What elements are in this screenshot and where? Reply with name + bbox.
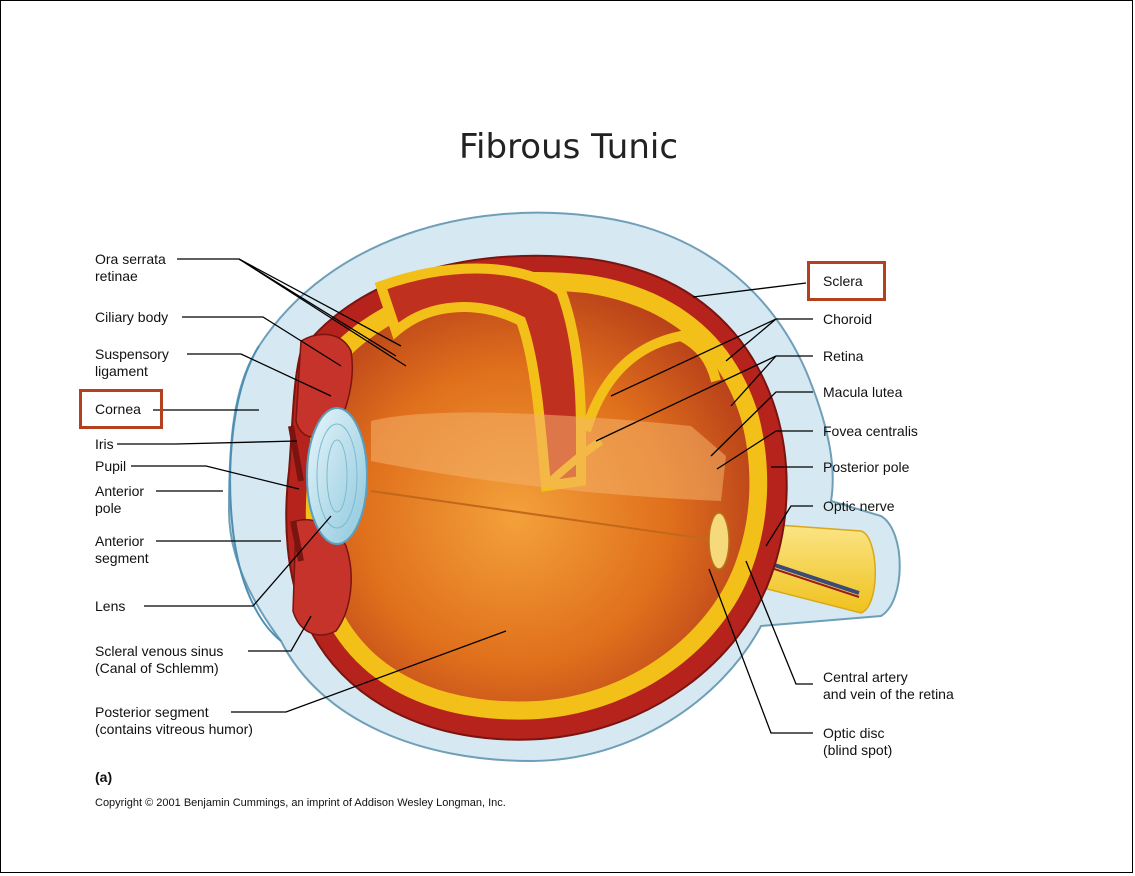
- label-optic-disc-line1: Optic disc: [823, 725, 892, 742]
- copyright-text: Copyright © 2001 Benjamin Cummings, an i…: [95, 797, 506, 809]
- label-ora-serrata-line1: Ora serrata: [95, 251, 166, 268]
- optic-disc-shape: [709, 513, 729, 569]
- label-fovea-centralis: Fovea centralis: [823, 423, 918, 440]
- label-posterior-segment-line2: (contains vitreous humor): [95, 721, 253, 738]
- label-scleral-sinus-line2: (Canal of Schlemm): [95, 660, 223, 677]
- label-ora-serrata: Ora serrata retinae: [95, 251, 166, 285]
- label-anterior-segment-line1: Anterior: [95, 533, 149, 550]
- label-posterior-segment: Posterior segment (contains vitreous hum…: [95, 704, 253, 738]
- label-pupil: Pupil: [95, 458, 126, 475]
- label-anterior-pole: Anterior pole: [95, 483, 144, 517]
- label-cornea: Cornea: [95, 401, 141, 418]
- label-iris: Iris: [95, 436, 114, 453]
- label-scleral-sinus-line1: Scleral venous sinus: [95, 643, 223, 660]
- label-optic-disc-line2: (blind spot): [823, 742, 892, 759]
- label-macula-lutea: Macula lutea: [823, 384, 902, 401]
- label-posterior-segment-line1: Posterior segment: [95, 704, 253, 721]
- label-suspensory-line1: Suspensory: [95, 346, 169, 363]
- label-scleral-venous-sinus: Scleral venous sinus (Canal of Schlemm): [95, 643, 223, 677]
- label-central-artery-line2: and vein of the retina: [823, 686, 954, 703]
- lens-shape: [307, 408, 367, 544]
- label-anterior-pole-line2: pole: [95, 500, 144, 517]
- label-optic-disc: Optic disc (blind spot): [823, 725, 892, 759]
- label-central-artery-line1: Central artery: [823, 669, 954, 686]
- label-posterior-pole: Posterior pole: [823, 459, 909, 476]
- label-anterior-segment-line2: segment: [95, 550, 149, 567]
- label-ora-serrata-line2: retinae: [95, 268, 166, 285]
- label-ciliary-body: Ciliary body: [95, 309, 168, 326]
- label-choroid: Choroid: [823, 311, 872, 328]
- label-anterior-segment: Anterior segment: [95, 533, 149, 567]
- label-retina: Retina: [823, 348, 863, 365]
- label-optic-nerve: Optic nerve: [823, 498, 895, 515]
- label-sclera: Sclera: [823, 273, 863, 290]
- label-suspensory-ligament: Suspensory ligament: [95, 346, 169, 380]
- label-central-artery-vein: Central artery and vein of the retina: [823, 669, 954, 703]
- label-lens: Lens: [95, 598, 125, 615]
- label-anterior-pole-line1: Anterior: [95, 483, 144, 500]
- label-suspensory-line2: ligament: [95, 363, 169, 380]
- panel-letter: (a): [95, 769, 112, 785]
